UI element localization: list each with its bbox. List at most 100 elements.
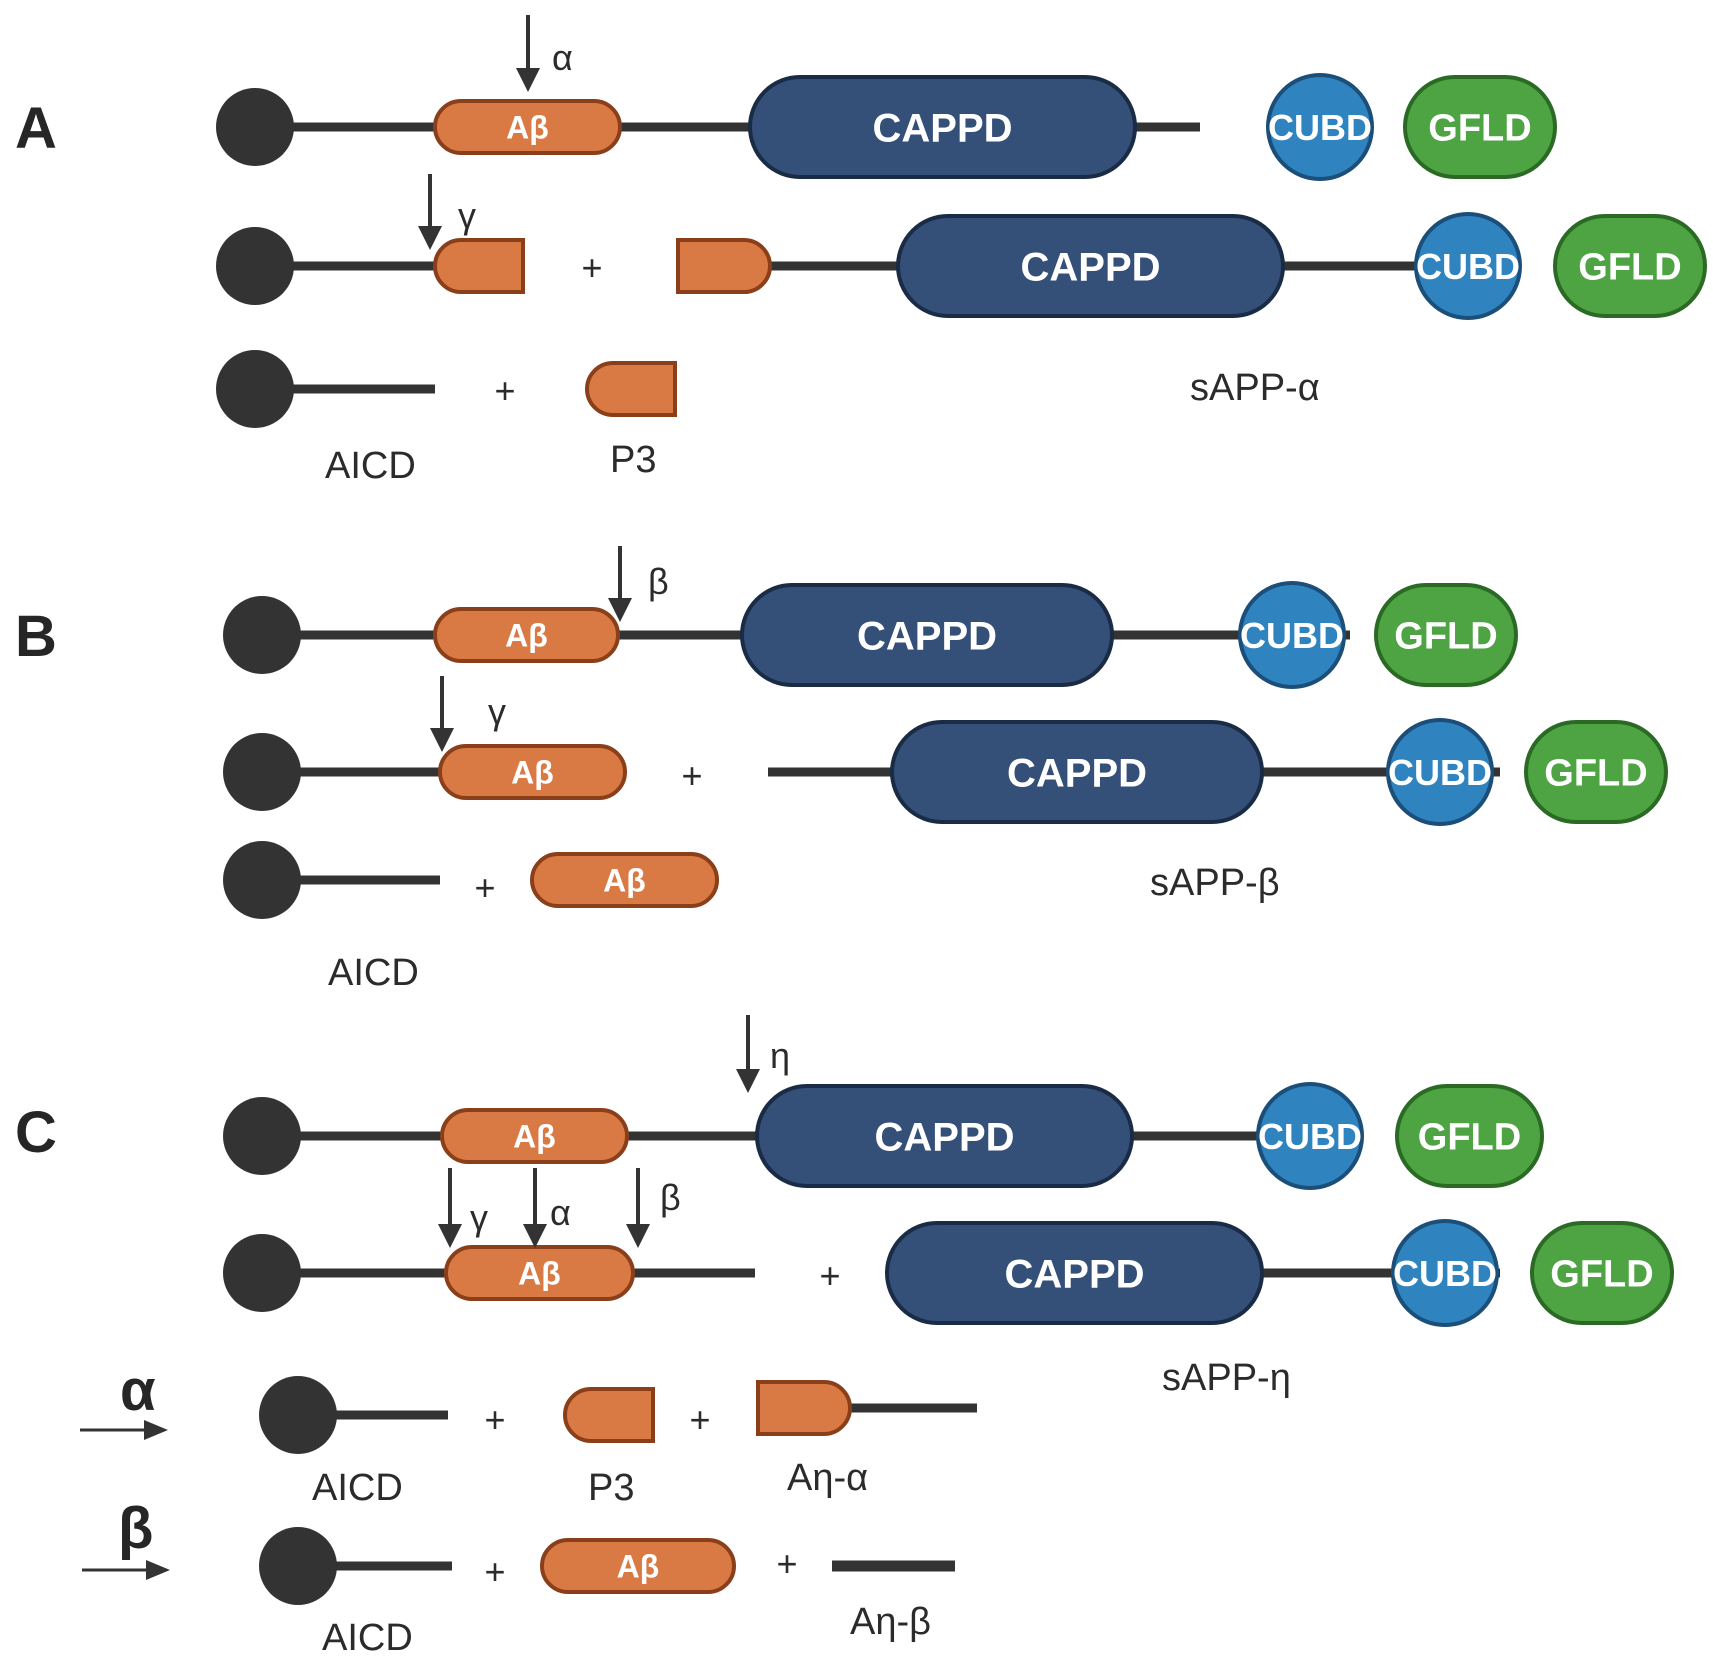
cappd-domain (890, 720, 1264, 824)
beta-cleavage-arrow-head (626, 1224, 650, 1248)
gamma-enzyme-label: γ (470, 1197, 488, 1238)
abeta-domain (438, 744, 627, 800)
sapp-beta-label: sAPP-β (1150, 862, 1280, 904)
p3-label-a: P3 (610, 439, 656, 481)
membrane-anchor (223, 596, 301, 674)
membrane-anchor (223, 1234, 301, 1312)
aeta-beta-label: Aη-β (850, 1601, 931, 1643)
alpha-pathway-arrow-head (144, 1420, 168, 1440)
gamma-cleavage-arrow-head (430, 728, 454, 752)
membrane-anchor (223, 733, 301, 811)
cubd-domain-label: CUBD (1416, 246, 1520, 287)
eta-enzyme-label: η (770, 1035, 790, 1076)
beta-pathway-label: β (118, 1496, 153, 1561)
alpha-enzyme-label: α (552, 37, 573, 78)
cubd-domain (1386, 718, 1494, 826)
alpha-pathway-label: α (120, 1358, 156, 1423)
cubd-domain-label: CUBD (1258, 1116, 1362, 1157)
membrane-anchor (216, 88, 294, 166)
cubd-domain (1238, 581, 1346, 689)
aicd-label-a: AICD (325, 445, 416, 487)
abeta-domain (440, 1108, 629, 1164)
cappd-domain (896, 214, 1285, 318)
aicd-label-c-alpha: AICD (312, 1467, 403, 1509)
gamma-enzyme-label: γ (458, 195, 476, 236)
gfld-domain-label: GFLD (1428, 108, 1531, 150)
abeta-domain (433, 99, 622, 155)
gfld-domain (1524, 720, 1668, 824)
gamma-cleavage-arrow-head (438, 1224, 462, 1248)
cappd-domain-label: CAPPD (874, 1115, 1014, 1159)
abeta-domain-label: Aβ (513, 1119, 556, 1155)
panel-a-label: A (15, 96, 57, 161)
membrane-anchor (216, 227, 294, 305)
cappd-domain (740, 583, 1114, 687)
plus-sign: + (819, 1255, 840, 1296)
cubd-domain-label: CUBD (1240, 615, 1344, 656)
plus-sign: + (484, 1551, 505, 1592)
gfld-domain (1530, 1221, 1674, 1325)
aicd-label-c-beta: AICD (322, 1617, 413, 1659)
cubd-domain (1414, 212, 1522, 320)
gfld-domain (1395, 1084, 1544, 1188)
panel-b-label: B (15, 604, 57, 669)
cappd-domain-label: CAPPD (857, 614, 997, 658)
aicd-anchor (223, 841, 301, 919)
p3-label-c: P3 (588, 1467, 634, 1509)
gfld-domain-label: GFLD (1550, 1254, 1653, 1296)
plus-sign: + (581, 247, 602, 288)
plus-sign: + (474, 867, 495, 908)
gamma-cleavage-arrow-head (418, 226, 442, 250)
plus-sign: + (689, 1399, 710, 1440)
alpha-enzyme-label: α (550, 1192, 571, 1233)
p3-fragment (585, 361, 677, 417)
cubd-domain-label: CUBD (1268, 107, 1372, 148)
abeta-domain-label: Aβ (518, 1256, 561, 1292)
beta-enzyme-label: β (660, 1177, 681, 1218)
abeta-fragment-n (433, 238, 525, 294)
cappd-domain (885, 1221, 1264, 1325)
alpha-cleavage-arrow-head (516, 68, 540, 92)
abeta-domain (540, 1538, 736, 1594)
abeta-domain-label: Aβ (603, 863, 646, 899)
aeta-alpha-label: Aη-α (787, 1457, 868, 1499)
abeta-fragment-c (676, 238, 772, 294)
plus-sign: + (776, 1543, 797, 1584)
cappd-domain (755, 1084, 1134, 1188)
p3-fragment (563, 1387, 655, 1443)
cubd-domain-label: CUBD (1388, 752, 1492, 793)
gfld-domain-label: GFLD (1418, 1117, 1521, 1159)
gfld-domain-label: GFLD (1394, 616, 1497, 658)
gfld-domain (1553, 214, 1707, 318)
gfld-domain-label: GFLD (1578, 247, 1681, 289)
abeta-domain-label: Aβ (505, 618, 548, 654)
aicd-label-b: AICD (328, 952, 419, 994)
cubd-domain (1256, 1082, 1364, 1190)
plus-sign: + (681, 755, 702, 796)
cubd-domain (1391, 1219, 1499, 1327)
aicd-anchor (259, 1376, 337, 1454)
cappd-domain-label: CAPPD (1004, 1252, 1144, 1296)
abeta-domain (444, 1245, 635, 1301)
alpha-cleavage-arrow-head (523, 1224, 547, 1248)
gfld-domain-label: GFLD (1544, 753, 1647, 795)
cappd-domain-label: CAPPD (1007, 751, 1147, 795)
cappd-domain (748, 75, 1137, 179)
abeta-domain (433, 607, 620, 663)
beta-enzyme-label: β (648, 561, 669, 602)
abeta-domain-label: Aβ (617, 1549, 660, 1585)
sapp-eta-label: sAPP-η (1162, 1357, 1291, 1399)
beta-cleavage-arrow-head (608, 598, 632, 622)
cubd-domain (1266, 73, 1374, 181)
abeta-domain-label: Aβ (511, 755, 554, 791)
aeta-alpha-fragment (756, 1380, 852, 1436)
plus-sign: + (494, 370, 515, 411)
gamma-enzyme-label: γ (488, 691, 506, 732)
gfld-domain (1374, 583, 1518, 687)
aicd-anchor (216, 350, 294, 428)
cubd-domain-label: CUBD (1393, 1253, 1497, 1294)
cappd-domain-label: CAPPD (1020, 245, 1160, 289)
panel-c-label: C (15, 1100, 57, 1165)
abeta-domain-label: Aβ (506, 110, 549, 146)
